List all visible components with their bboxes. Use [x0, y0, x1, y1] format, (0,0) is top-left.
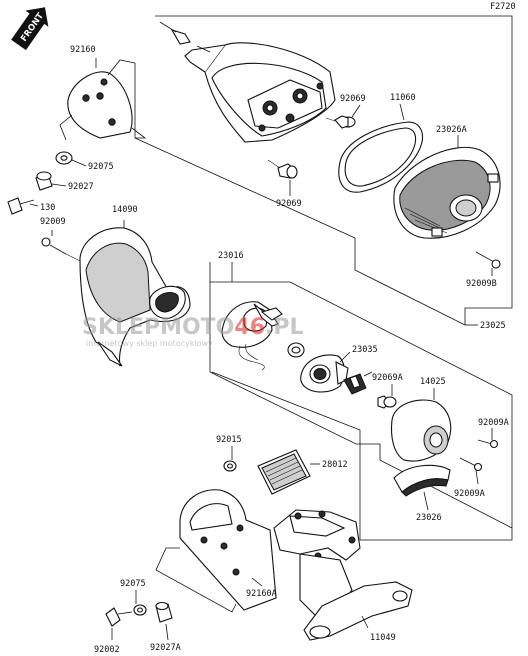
label-23016: 23016: [218, 251, 244, 261]
label-92160A: 92160A: [246, 589, 277, 599]
label-130: 130: [40, 203, 55, 213]
leader-92160A-group: [155, 547, 237, 613]
cover-14090: [79, 220, 191, 367]
watermark-brand-mid: MOTO: [160, 315, 234, 340]
label-92069-lower: 92069: [276, 199, 302, 209]
label-11049: 11049: [370, 633, 396, 643]
figure-code: F2720: [490, 2, 516, 12]
watermark-logo: SKLEPMOTO46.PL internetowy sklep motocyk…: [82, 315, 304, 348]
label-11060: 11060: [390, 93, 416, 103]
lens-23026A: [393, 135, 501, 239]
label-92069-upper: 92069: [340, 94, 366, 104]
label-14090: 14090: [112, 205, 138, 215]
grommet-92015: [223, 446, 237, 472]
label-92009: 92009: [40, 217, 66, 227]
bolt-92002: [105, 607, 133, 640]
label-23025: 23025: [480, 321, 506, 331]
svg-text:SKLEPMOTO46.PL: SKLEPMOTO46.PL: [82, 315, 304, 340]
collar-92027A: [155, 601, 173, 641]
label-92009A-lower: 92009A: [454, 489, 485, 499]
label-92069A: 92069A: [372, 373, 403, 383]
cover-14025: [390, 388, 452, 462]
watermark-brand-tld: .PL: [265, 315, 304, 340]
socket-23035: [300, 351, 351, 393]
reflector-plate-92160: [59, 58, 147, 141]
screw-92009A-right: [477, 428, 499, 449]
label-92027-top: 92027: [68, 182, 94, 192]
watermark-brand-left: SKLEP: [82, 315, 160, 340]
label-28012: 28012: [322, 460, 348, 470]
label-92002: 92002: [94, 645, 120, 655]
socket-clip: [343, 371, 373, 395]
watermark-brand-num: 46: [234, 315, 265, 340]
gasket-11060: [338, 103, 424, 193]
washer-92075: [55, 151, 87, 167]
screw-92009B: [475, 251, 501, 276]
label-92009A-right: 92009A: [478, 418, 509, 428]
screw-92009: [41, 230, 83, 263]
label-92015: 92015: [216, 435, 242, 445]
bulb-92069-upper: [325, 104, 361, 129]
bulb-92069-lower: [267, 159, 298, 196]
label-92009B: 92009B: [466, 279, 497, 289]
bolt-130: [7, 197, 39, 215]
grommet: [287, 342, 305, 358]
front-arrow-icon: FRONT: [11, 7, 49, 51]
lamp-base-23016: [221, 301, 283, 371]
label-92075-top: 92075: [88, 162, 114, 172]
label-92027A: 92027A: [150, 643, 181, 653]
reflector-28012: [257, 449, 320, 495]
washer-92075-bottom: [133, 590, 147, 616]
lens-23026: [393, 464, 451, 511]
assembly-outline-23016: [209, 262, 513, 541]
collar-92027: [35, 171, 67, 191]
label-23026A: 23026A: [436, 125, 467, 135]
label-23026: 23026: [416, 513, 442, 523]
label-14025: 14025: [420, 377, 446, 387]
tail-light-housing: [159, 21, 336, 143]
bracket-plate-92160A: [179, 489, 277, 611]
bulb-92069A: [377, 384, 397, 409]
label-92075-bottom: 92075: [120, 579, 146, 589]
bracket-11049: [273, 509, 413, 641]
label-23035: 23035: [352, 345, 378, 355]
screw-92009A-lower: [459, 457, 483, 485]
label-92160: 92160: [70, 45, 96, 55]
watermark-tagline: internetowy sklep motocyklowy: [86, 339, 213, 348]
